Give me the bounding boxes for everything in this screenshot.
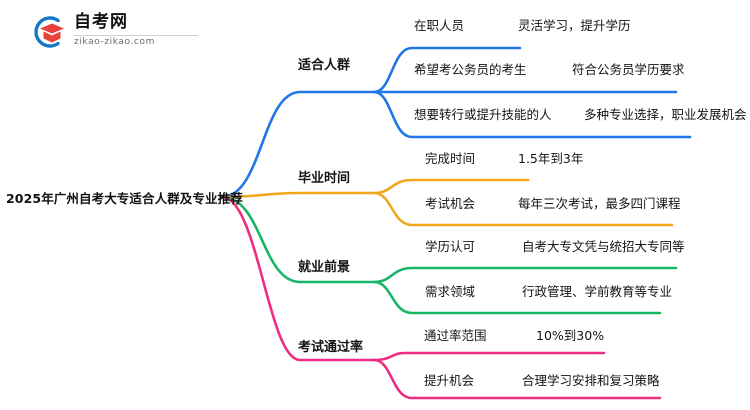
logo-name: 自考网 [74, 12, 128, 32]
leaf-key-demand-fields[interactable]: 需求领域 [425, 284, 476, 299]
leaf-value-improvement-opportunity[interactable]: 合理学习安排和复习策略 [522, 373, 660, 388]
leaf-value-demand-fields[interactable]: 行政管理、学前教育等专业 [522, 284, 673, 299]
leaf-key-career-change-people[interactable]: 想要转行或提升技能的人 [414, 107, 552, 122]
logo-divider [74, 35, 198, 36]
leaf-key-civil-servant-candidates[interactable]: 希望考公务员的考生 [414, 62, 527, 77]
leaf-key-pass-rate-range[interactable]: 通过率范围 [424, 328, 487, 343]
leaf-value-completion-time[interactable]: 1.5年到3年 [518, 151, 584, 166]
leaf-key-in-service-staff[interactable]: 在职人员 [414, 18, 465, 33]
branch-label-employment-prospects[interactable]: 就业前景 [298, 260, 351, 275]
branch-label-pass-rate[interactable]: 考试通过率 [298, 340, 364, 355]
leaf-value-exam-opportunities[interactable]: 每年三次考试，最多四门课程 [518, 196, 681, 211]
logo-mark-icon [28, 13, 68, 51]
leaf-value-career-change-people[interactable]: 多种专业选择，职业发展机会 [584, 107, 747, 122]
mindmap-root-node[interactable]: 2025年广州自考大专适合人群及专业推荐 [6, 191, 243, 206]
leaf-value-degree-recognition[interactable]: 自考大专文凭与统招大专同等 [522, 239, 685, 254]
leaf-value-in-service-staff[interactable]: 灵活学习，提升学历 [518, 18, 631, 33]
branch-label-suitable-people[interactable]: 适合人群 [298, 58, 351, 73]
leaf-value-pass-rate-range[interactable]: 10%到30% [536, 328, 605, 343]
leaf-value-civil-servant-candidates[interactable]: 符合公务员学历要求 [572, 62, 685, 77]
branch-label-graduation-time[interactable]: 毕业时间 [298, 171, 351, 186]
leaf-key-degree-recognition[interactable]: 学历认可 [425, 239, 476, 254]
leaf-key-completion-time[interactable]: 完成时间 [425, 151, 476, 166]
leaf-key-exam-opportunities[interactable]: 考试机会 [425, 196, 476, 211]
leaf-key-improvement-opportunity[interactable]: 提升机会 [424, 373, 475, 388]
logo-url: zikao-zikao.com [74, 37, 155, 47]
site-logo: 自考网 zikao-zikao.com [28, 11, 208, 55]
